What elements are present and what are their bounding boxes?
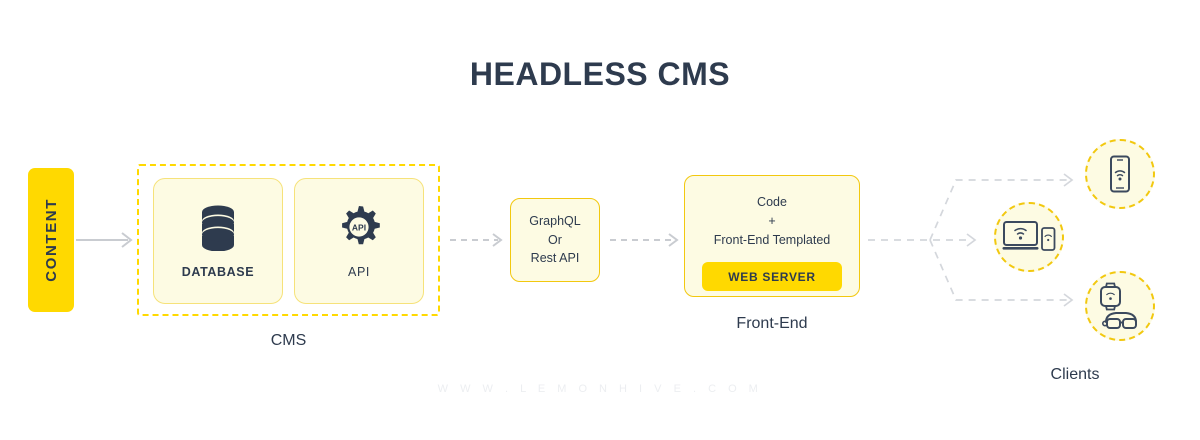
arrow-content-to-cms: [76, 232, 133, 248]
card-api-label: API: [348, 265, 370, 279]
content-block-label: CONTENT: [42, 198, 60, 282]
arrow-cms-to-api-layer: [450, 233, 503, 247]
client-node-mobile[interactable]: [1085, 139, 1155, 209]
frontend-box: Code + Front-End Templated WEB SERVER: [684, 175, 860, 297]
client-node-wearable[interactable]: [1085, 271, 1155, 341]
web-server-button[interactable]: WEB SERVER: [702, 262, 842, 292]
frontend-line-2: +: [768, 213, 776, 228]
api-layer-line-3: Rest API: [530, 251, 580, 266]
page-title: HEADLESS CMS: [469, 56, 731, 92]
watermark: W W W . L E M O N H I V E . C O M: [437, 383, 763, 395]
smartwatch-and-glasses-icon: [1100, 282, 1137, 329]
clients-label: Clients: [1050, 366, 1100, 383]
gear-api-icon-text: API: [352, 223, 366, 233]
api-layer-line-1: GraphQL: [529, 213, 581, 228]
client-node-laptop[interactable]: [994, 202, 1064, 272]
card-api[interactable]: API API: [294, 178, 424, 304]
frontend-line-1: Code: [757, 195, 787, 209]
api-layer-line-2: Or: [548, 232, 562, 247]
arrow-frontend-to-clients: [868, 173, 1074, 307]
cms-label: CMS: [270, 332, 307, 349]
cms-group: DATABASE API API: [137, 164, 440, 316]
gear-api-icon: API: [342, 206, 380, 245]
content-block: CONTENT: [28, 168, 74, 312]
smartphone-wifi-icon: [1110, 155, 1130, 193]
frontend-label: Front-End: [736, 315, 808, 332]
frontend-line-3: Front-End Templated: [713, 232, 831, 247]
card-database[interactable]: DATABASE: [153, 178, 283, 304]
api-layer-box[interactable]: GraphQL Or Rest API: [510, 198, 600, 282]
arrow-api-layer-to-frontend: [610, 233, 679, 247]
card-database-label: DATABASE: [181, 265, 255, 279]
database-icon: [202, 205, 234, 251]
laptop-and-phone-wifi-icon: [1002, 221, 1056, 251]
